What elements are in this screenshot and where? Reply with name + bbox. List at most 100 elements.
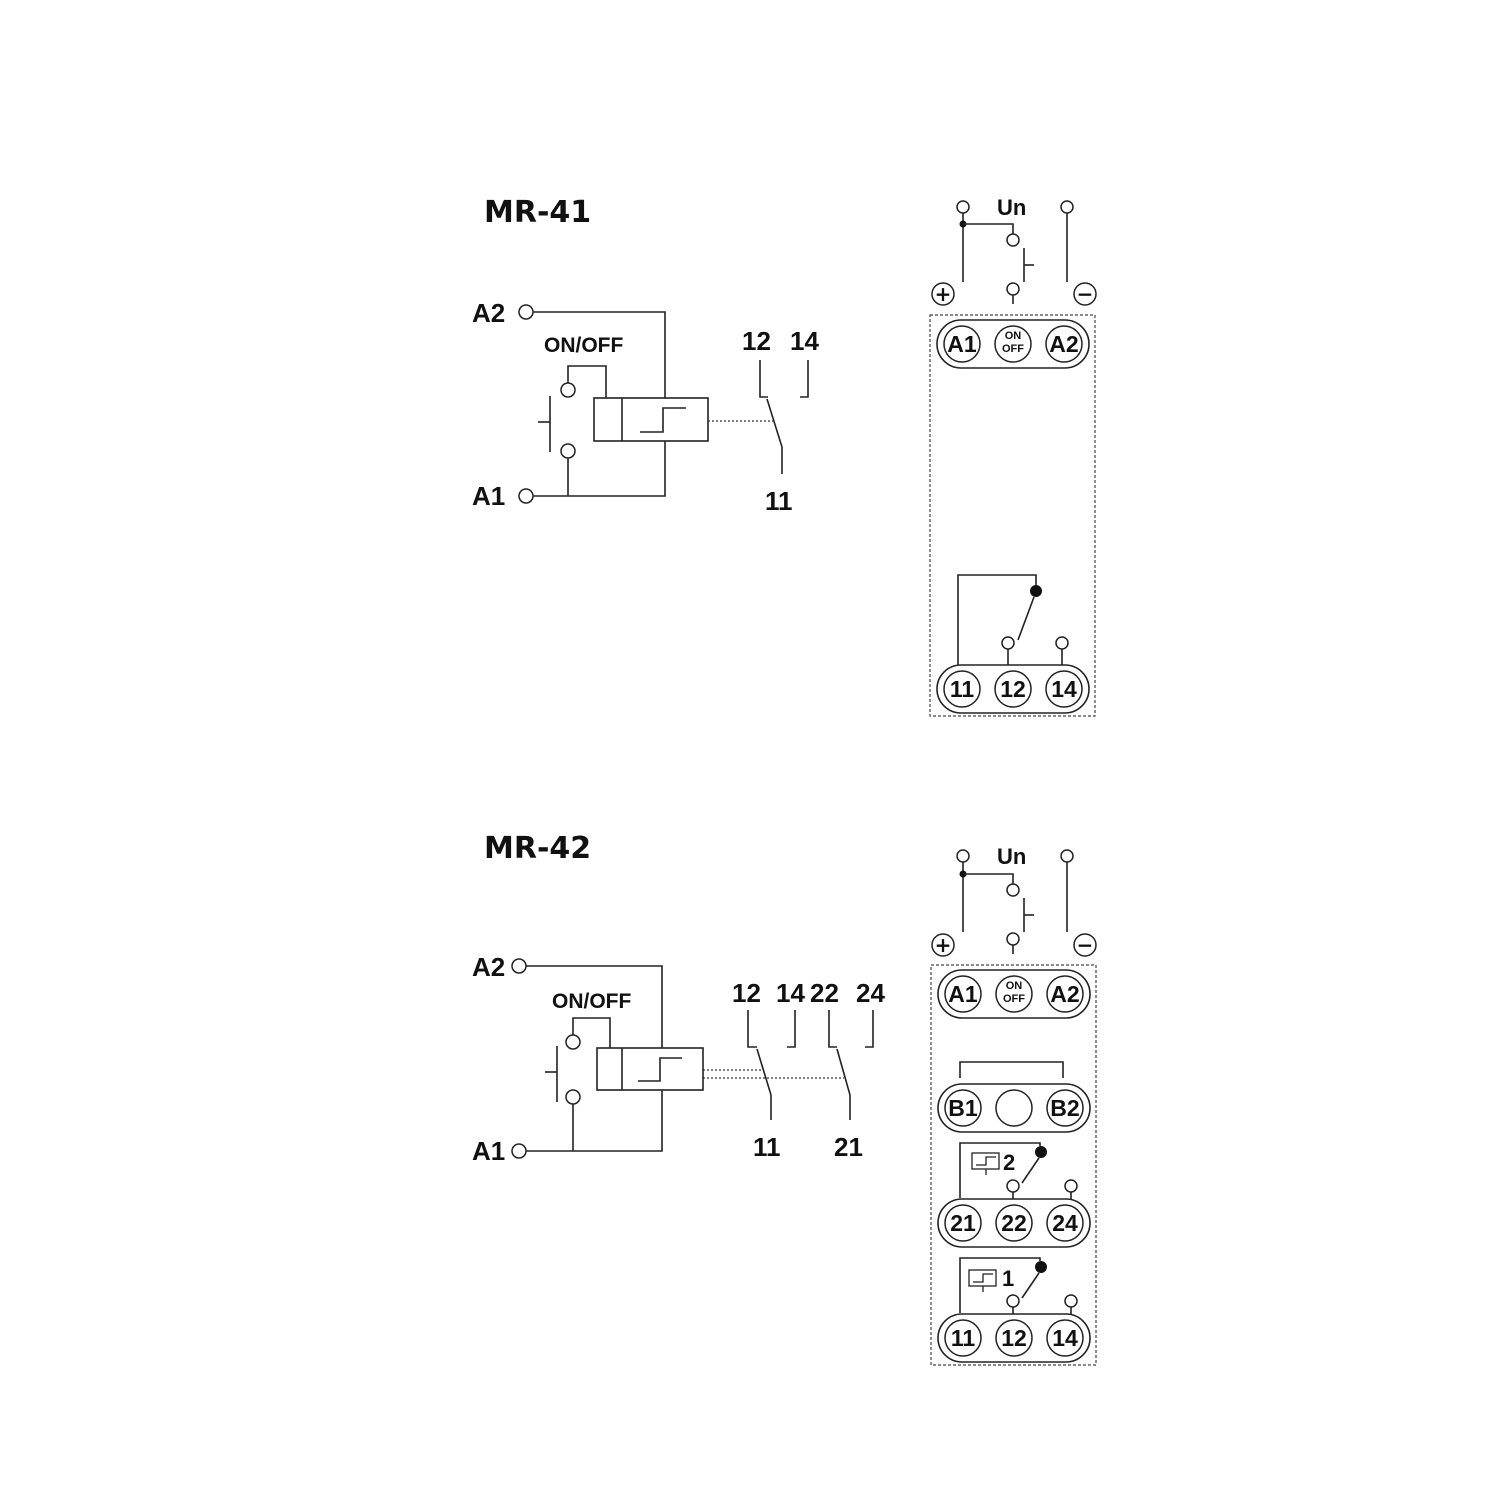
mr42-relay2-pivot-icon bbox=[1035, 1146, 1047, 1158]
mr42-terminal-11 bbox=[944, 1319, 982, 1357]
mr42-title: MR-42 bbox=[484, 831, 591, 866]
mr41-contact-14-icon bbox=[1055, 636, 1069, 650]
mr42-contact-24-label: 24 bbox=[856, 978, 885, 1008]
mr42-contact-14-wire bbox=[787, 1010, 796, 1048]
mr42-contact-12-label: 12 bbox=[732, 978, 761, 1008]
mr42-b-bridge-wire bbox=[959, 1061, 1064, 1078]
mr42-a2-wire bbox=[526, 965, 663, 1048]
mr42-relay2-coil-step bbox=[976, 1156, 996, 1166]
mr41-terminal-12-label: 12 bbox=[1000, 676, 1026, 702]
mr42-contact-11-switch bbox=[756, 1048, 772, 1120]
mr42-diagram: MR-42 A2 A1 ON/OFF 12 14 22 24 11 21 bbox=[472, 831, 1097, 1366]
mr42-contact-14-label: 14 bbox=[776, 978, 805, 1008]
mr42-terminal-14-label: 14 bbox=[1052, 1325, 1078, 1351]
mr41-terminal-a1-label: A1 bbox=[947, 331, 977, 357]
mr41-onoff-label: ON/OFF bbox=[544, 334, 623, 357]
mr42-relay-coil-step bbox=[638, 1057, 682, 1082]
mr42-button-bottom-icon bbox=[1006, 932, 1020, 946]
mr41-switch-top-contact-icon bbox=[560, 382, 576, 398]
mr41-terminal-14-label: 14 bbox=[1051, 676, 1077, 702]
mr42-terminal-14 bbox=[1046, 1319, 1084, 1357]
mr42-a1-label: A1 bbox=[472, 1136, 505, 1166]
mr41-a2-label: A2 bbox=[472, 298, 505, 328]
mr41-button-bottom-icon bbox=[1006, 282, 1020, 296]
mr42-terminal-a2-label: A2 bbox=[1050, 981, 1079, 1007]
mr42-terminal-12-label: 12 bbox=[1001, 1325, 1027, 1351]
mr42-contact-12-wire bbox=[747, 1010, 757, 1048]
mr41-terminal-11 bbox=[943, 670, 981, 708]
mr42-plus-icon bbox=[931, 933, 955, 957]
mr42-a1-wire bbox=[526, 1090, 663, 1152]
mr42-relay1-label: 1 bbox=[1002, 1266, 1014, 1291]
mr42-relay1-blade-icon bbox=[1021, 1272, 1040, 1299]
mr41-contact-14-label: 14 bbox=[790, 326, 819, 356]
mr41-switch-bottom-contact-icon bbox=[560, 443, 576, 459]
mr41-panel-outline bbox=[929, 314, 1096, 717]
mr42-terminal-24-label: 24 bbox=[1052, 1210, 1078, 1236]
mr41-contact-11-switch bbox=[766, 398, 783, 474]
mr41-un-label: Un bbox=[997, 195, 1026, 220]
mr41-button-wire bbox=[963, 223, 1014, 234]
mr42-terminal-b2-label: B2 bbox=[1050, 1095, 1079, 1121]
mr42-terminal-12 bbox=[995, 1319, 1033, 1357]
mr42-relay2-label: 2 bbox=[1003, 1150, 1015, 1175]
mr42-a1-terminal-icon bbox=[511, 1143, 527, 1159]
mr42-contact-21-label: 21 bbox=[834, 1132, 863, 1162]
mr42-terminal-a1 bbox=[944, 975, 982, 1013]
mr42-front-panel: Un + − A1 ON OFF A2 bbox=[930, 844, 1097, 1366]
mr41-terminal-a2 bbox=[1045, 325, 1083, 363]
mr41-contact-14-wire bbox=[800, 360, 809, 398]
mr41-contact-11-label: 11 bbox=[765, 486, 793, 516]
mr41-diagram: MR-41 A2 A1 ON/OFF 12 14 11 bbox=[472, 195, 1097, 717]
mr42-terminal-21 bbox=[944, 1204, 982, 1242]
mr42-minus-sign: − bbox=[1077, 933, 1094, 957]
mr42-terminal-a2 bbox=[1046, 975, 1084, 1013]
mr42-contact-12-icon bbox=[1006, 1294, 1020, 1308]
mr41-terminal-14 bbox=[1045, 670, 1083, 708]
mr42-terminal-21-label: 21 bbox=[950, 1210, 976, 1236]
mr42-terminal-blank bbox=[995, 1089, 1033, 1127]
mr41-terminal-onoff-on: ON bbox=[1005, 330, 1022, 342]
mr42-relay-coil-icon bbox=[596, 1047, 704, 1091]
mr41-terminal-11-label: 11 bbox=[950, 676, 975, 702]
mr41-terminal-onoff-off: OFF bbox=[1002, 343, 1024, 355]
mr42-contact-21-switch bbox=[836, 1048, 851, 1120]
mr41-contact-12-label: 12 bbox=[742, 326, 771, 356]
mr42-terminal-b1-label: B1 bbox=[948, 1095, 978, 1121]
mr42-minus-icon bbox=[1073, 933, 1097, 957]
mr42-switch-top-contact-icon bbox=[565, 1034, 581, 1050]
mr42-supply-minus-icon bbox=[1060, 849, 1074, 863]
mr42-terminal-onoff-on: ON bbox=[1006, 980, 1023, 992]
mr41-terminal-a2-label: A2 bbox=[1049, 331, 1078, 357]
mr42-contact-24-icon bbox=[1064, 1179, 1078, 1193]
mr42-relay1-coil-step bbox=[973, 1273, 993, 1283]
mr42-relay2-blade-icon bbox=[1021, 1157, 1040, 1184]
mr42-schematic: A2 A1 ON/OFF 12 14 22 24 11 21 bbox=[472, 952, 885, 1166]
mr41-relay-coil-icon bbox=[593, 397, 709, 442]
mr42-contact-11-label: 11 bbox=[753, 1132, 781, 1162]
mr42-terminal-24 bbox=[1046, 1204, 1084, 1242]
mr41-contact-common-wire bbox=[957, 574, 1037, 666]
mr42-a2-terminal-icon bbox=[511, 958, 527, 974]
mr41-terminal-onoff bbox=[994, 325, 1032, 363]
mr42-contact-14-icon bbox=[1064, 1294, 1078, 1308]
mr42-terminal-22 bbox=[995, 1204, 1033, 1242]
mr42-button-wire bbox=[963, 873, 1014, 884]
mr41-terminal-a1 bbox=[943, 325, 981, 363]
mr42-terminal-onoff-off: OFF bbox=[1003, 993, 1025, 1005]
mr41-terminal-12 bbox=[994, 670, 1032, 708]
mr41-minus-icon bbox=[1073, 282, 1097, 306]
mr42-a2-label: A2 bbox=[472, 952, 505, 982]
mr41-schematic: A2 A1 ON/OFF 12 14 11 bbox=[472, 298, 819, 516]
mr42-relay1-pivot-icon bbox=[1035, 1261, 1047, 1273]
mr41-relay-coil-step bbox=[640, 407, 686, 433]
mr42-terminal-b1 bbox=[944, 1089, 982, 1127]
mr42-onoff-label: ON/OFF bbox=[552, 990, 631, 1013]
mr41-a1-terminal-icon bbox=[518, 488, 534, 504]
mr41-minus-sign: − bbox=[1077, 282, 1094, 306]
mr42-panel-outline bbox=[930, 964, 1097, 1366]
mr42-contact-22-icon bbox=[1006, 1179, 1020, 1193]
mr42-terminal-onoff bbox=[995, 975, 1033, 1013]
mr42-contact-22-label: 22 bbox=[810, 978, 839, 1008]
